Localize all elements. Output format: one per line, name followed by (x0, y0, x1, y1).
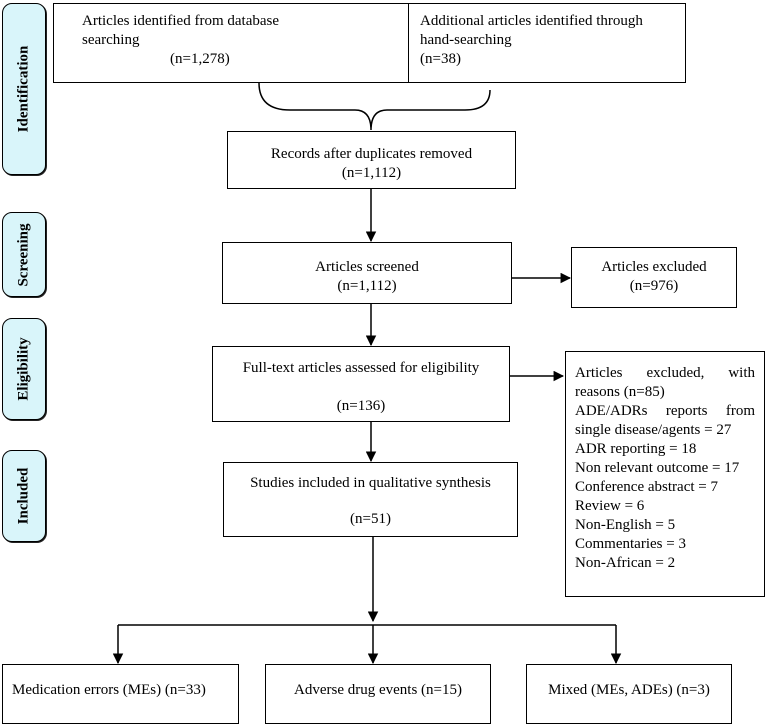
medication-errors-box: Medication errors (MEs) (n=33) (2, 664, 239, 724)
adverse-drug-events-box: Adverse drug events (n=15) (265, 664, 491, 724)
stage-eligibility: Eligibility (2, 318, 46, 420)
articles-screened-box: Articles screened (n=1,112) (222, 242, 512, 304)
hand-search-box: Additional articles identified through h… (408, 3, 686, 83)
merge-brace (258, 82, 491, 131)
duplicates-removed-box: Records after duplicates removed (n=1,11… (227, 131, 516, 189)
studies-included-box: Studies included in qualitative synthesi… (223, 462, 518, 537)
articles-excluded-box: Articles excluded (n=976) (571, 247, 737, 308)
stage-included: Included (2, 450, 46, 542)
fulltext-assessed-box: Full-text articles assessed for eligibil… (212, 346, 510, 422)
stage-identification: Identification (2, 3, 46, 175)
mixed-box: Mixed (MEs, ADEs) (n=3) (526, 664, 732, 724)
database-search-box: Articles identified from database search… (53, 3, 466, 83)
excluded-reasons-box: Articles excluded, with reasons (n=85) A… (565, 351, 765, 597)
stage-screening: Screening (2, 212, 46, 297)
